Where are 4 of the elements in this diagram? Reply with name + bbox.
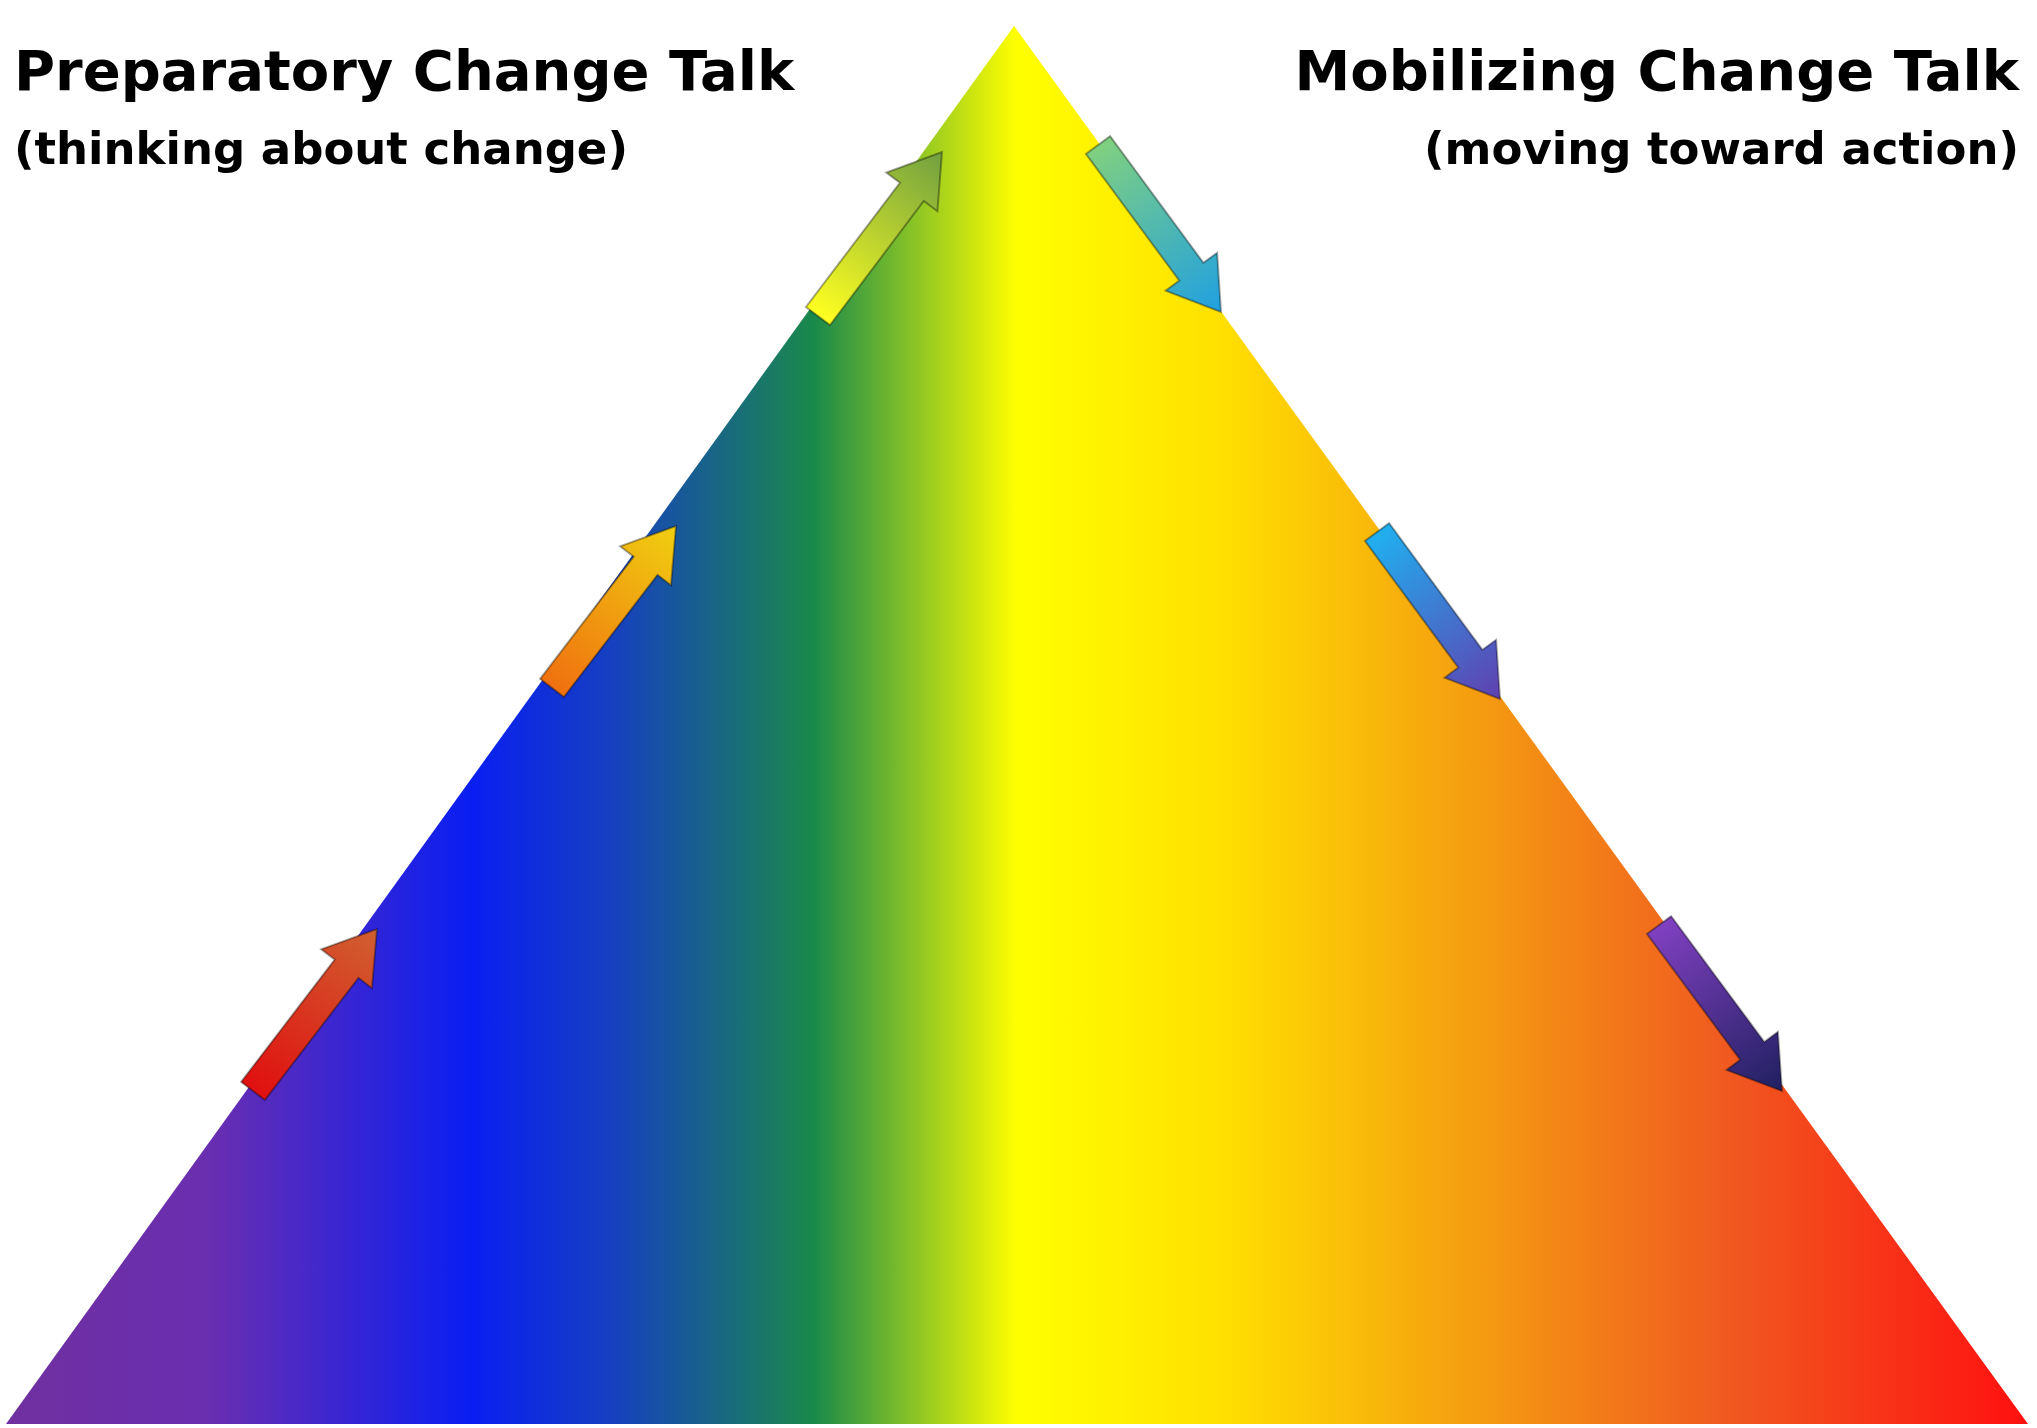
subheading: (moving toward action) (1424, 122, 2019, 175)
subheading: (thinking about change) (14, 122, 628, 175)
heading: Mobilizing Change Talk (1294, 38, 2019, 103)
heading: Preparatory Change Talk (14, 38, 795, 103)
